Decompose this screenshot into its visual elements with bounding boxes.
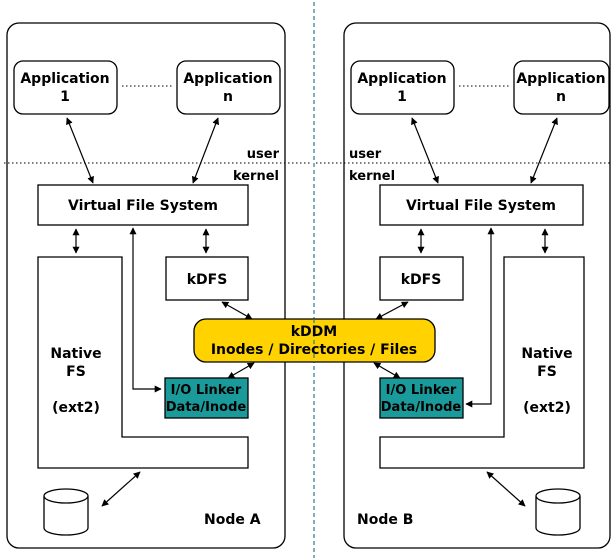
node-b-native-fs-box xyxy=(379,256,585,469)
node-a-application-n-label: Application xyxy=(183,71,272,87)
arrow-kddm-node-b-linker xyxy=(373,362,401,379)
node-b: Application 1 Application n user kernel … xyxy=(316,22,611,549)
node-a-kdfs-box xyxy=(165,256,249,301)
node-b-kdfs-label: kDFS xyxy=(401,272,442,288)
node-b-arrow-vfs-linker xyxy=(465,227,495,408)
node-b-application-1-box xyxy=(350,60,455,115)
node-a-native-fs-line2: FS xyxy=(66,364,86,380)
node-b-io-linker-line1: I/O Linker xyxy=(386,383,457,398)
arrow-kddm-node-b-kdfs xyxy=(375,301,409,320)
node-b-io-linker-line2: Data/Inode xyxy=(381,400,462,415)
node-b-application-1-number: 1 xyxy=(397,89,407,105)
node-a-io-linker-line2: Data/Inode xyxy=(166,400,247,415)
node-a-arrow-app1-vfs xyxy=(66,117,94,184)
node-a-arrow-disk-nativefs xyxy=(101,471,141,507)
node-b-native-fs-line3: (ext2) xyxy=(523,400,571,416)
node-a-io-linker-box xyxy=(164,377,249,419)
node-b-label: Node B xyxy=(357,512,413,528)
node-a-arrow-vfs-linker xyxy=(129,227,162,393)
node-a-user-label: user xyxy=(247,147,280,162)
node-a-disk-icon xyxy=(43,488,89,536)
node-b-arrow-app1-vfs xyxy=(411,117,439,184)
kddm-component: kDDM Inodes / Directories / Files xyxy=(193,301,436,379)
kddm-title: kDDM xyxy=(291,324,337,340)
node-a-vfs-box xyxy=(37,184,249,226)
arrow-kddm-node-a-linker xyxy=(227,362,255,379)
node-b-kdfs-box xyxy=(379,256,464,301)
node-b-frame xyxy=(343,22,611,549)
node-a-application-1-label: Application xyxy=(20,71,109,87)
node-b-application-n-label: Application xyxy=(516,71,605,87)
node-a-arrow-appn-vfs xyxy=(191,117,220,184)
arrow-kddm-node-a-kdfs xyxy=(221,301,253,320)
node-a-native-fs-line3: (ext2) xyxy=(52,400,100,416)
node-b-arrow-appn-vfs xyxy=(530,117,558,184)
kddm-subtitle: Inodes / Directories / Files xyxy=(211,342,417,358)
node-b-vfs-box xyxy=(379,184,584,226)
node-b-native-fs-line2: FS xyxy=(537,364,557,380)
node-b-disk-icon xyxy=(535,488,581,536)
node-b-application-n-box xyxy=(513,60,610,115)
node-a-label: Node A xyxy=(204,512,261,528)
node-b-vfs-label: Virtual File System xyxy=(406,198,556,214)
node-a-io-linker-line1: I/O Linker xyxy=(171,383,242,398)
node-b-application-1-label: Application xyxy=(357,71,446,87)
node-b-kernel-label: kernel xyxy=(349,169,395,184)
node-a-native-fs-line1: Native xyxy=(50,346,101,362)
node-a: Application 1 Application n user kernel … xyxy=(4,22,312,549)
node-a-kdfs-label: kDFS xyxy=(187,272,228,288)
node-a-frame xyxy=(6,22,286,549)
node-a-native-fs-box xyxy=(37,256,249,469)
node-b-application-n-number: n xyxy=(556,89,566,105)
node-b-native-fs-line1: Native xyxy=(521,346,572,362)
node-b-io-linker-box xyxy=(379,377,464,419)
node-b-arrow-disk-nativefs xyxy=(486,471,526,507)
node-a-application-1-number: 1 xyxy=(60,89,70,105)
node-a-application-n-number: n xyxy=(223,89,233,105)
node-a-application-1-box xyxy=(13,60,118,115)
node-a-application-n-box xyxy=(176,60,281,115)
node-a-vfs-label: Virtual File System xyxy=(68,198,218,214)
node-a-kernel-label: kernel xyxy=(233,169,279,184)
node-b-user-label: user xyxy=(349,147,382,162)
